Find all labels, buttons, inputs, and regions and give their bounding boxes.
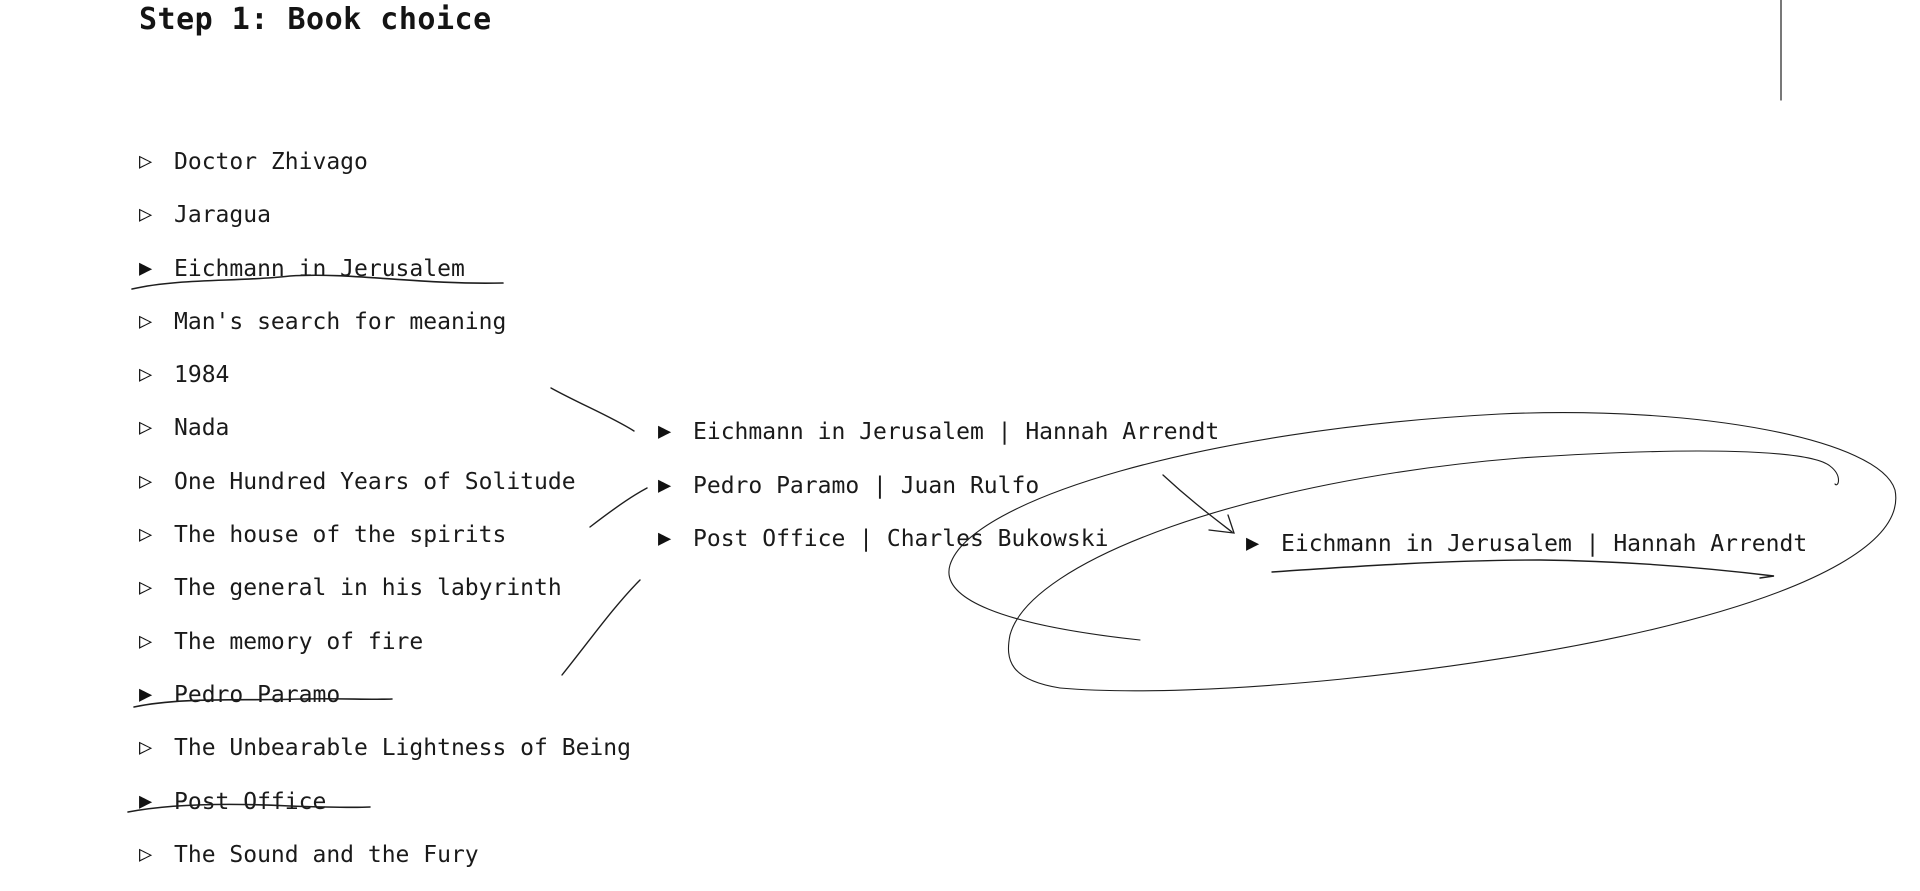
- book-item[interactable]: ▷ Jaragua: [139, 198, 631, 251]
- unselected-triangle-icon: ▷: [139, 575, 153, 601]
- unselected-triangle-icon: ▷: [139, 841, 153, 867]
- selected-triangle-icon: ▶: [1246, 531, 1260, 556]
- underline-final-choice: [1271, 559, 1775, 579]
- unselected-triangle-icon: ▷: [139, 202, 153, 228]
- book-title: Pedro Paramo: [174, 681, 341, 708]
- book-title: Doctor Zhivago: [174, 149, 368, 175]
- shortlist-item[interactable]: ▶ Post Office | Charles Bukowski: [658, 522, 1219, 576]
- book-title: Eichmann in Jerusalem: [174, 255, 465, 282]
- final-choice[interactable]: ▶ Eichmann in Jerusalem | Hannah Arrendt: [1246, 527, 1807, 561]
- book-list: ▷ Doctor Zhivago ▷ Jaragua ▶ Eichmann in…: [139, 145, 631, 891]
- book-item[interactable]: ▷ The house of the spirits: [139, 518, 631, 571]
- final-choice-label: Eichmann in Jerusalem | Hannah Arrendt: [1281, 531, 1808, 557]
- unselected-triangle-icon: ▷: [139, 522, 153, 548]
- book-title: Man's search for meaning: [174, 308, 507, 335]
- book-title: The memory of fire: [174, 628, 424, 655]
- book-title: Nada: [174, 415, 230, 442]
- shortlist-item-label: Post Office | Charles Bukowski: [693, 526, 1109, 552]
- shortlist: ▶ Eichmann in Jerusalem | Hannah Arrendt…: [658, 415, 1219, 576]
- unselected-triangle-icon: ▷: [139, 628, 153, 654]
- book-title: Jaragua: [174, 202, 271, 229]
- book-title: The general in his labyrinth: [174, 575, 562, 602]
- book-title: The house of the spirits: [174, 522, 507, 549]
- page-title: Step 1: Book choice: [139, 2, 492, 37]
- shortlist-item-label: Eichmann in Jerusalem | Hannah Arrendt: [693, 419, 1220, 445]
- book-title: 1984: [174, 362, 230, 389]
- unselected-triangle-icon: ▷: [139, 149, 153, 174]
- selected-triangle-icon: ▶: [139, 788, 153, 814]
- unselected-triangle-icon: ▷: [139, 362, 153, 388]
- selected-triangle-icon: ▶: [139, 255, 153, 281]
- unselected-triangle-icon: ▷: [139, 468, 153, 494]
- book-item[interactable]: ▷ The Sound and the Fury: [139, 838, 631, 891]
- book-title: Post Office: [174, 788, 327, 815]
- book-item[interactable]: ▷ Doctor Zhivago: [139, 145, 631, 198]
- book-item-selected[interactable]: ▶ Pedro Paramo: [139, 678, 631, 731]
- book-item-selected[interactable]: ▶ Eichmann in Jerusalem: [139, 252, 631, 305]
- book-item[interactable]: ▷ Nada: [139, 411, 631, 464]
- selected-triangle-icon: ▶: [139, 681, 153, 707]
- selected-triangle-icon: ▶: [658, 526, 672, 551]
- book-item[interactable]: ▷ One Hundred Years of Solitude: [139, 465, 631, 518]
- selected-triangle-icon: ▶: [658, 472, 672, 498]
- book-item[interactable]: ▷ Man's search for meaning: [139, 305, 631, 358]
- book-item[interactable]: ▷ The memory of fire: [139, 625, 631, 678]
- book-title: The Unbearable Lightness of Being: [174, 735, 631, 762]
- book-title: One Hundred Years of Solitude: [174, 468, 576, 495]
- shortlist-item-label: Pedro Paramo | Juan Rulfo: [693, 472, 1040, 499]
- unselected-triangle-icon: ▷: [139, 308, 153, 334]
- book-item-selected[interactable]: ▶ Post Office: [139, 785, 631, 838]
- book-item[interactable]: ▷ The general in his labyrinth: [139, 571, 631, 624]
- book-item[interactable]: ▷ 1984: [139, 358, 631, 411]
- unselected-triangle-icon: ▷: [139, 415, 153, 441]
- book-item[interactable]: ▷ The Unbearable Lightness of Being: [139, 731, 631, 784]
- book-title: The Sound and the Fury: [174, 841, 479, 868]
- shortlist-item[interactable]: ▶ Pedro Paramo | Juan Rulfo: [658, 469, 1219, 523]
- selected-triangle-icon: ▶: [658, 419, 672, 444]
- shortlist-item[interactable]: ▶ Eichmann in Jerusalem | Hannah Arrendt: [658, 415, 1219, 469]
- unselected-triangle-icon: ▷: [139, 735, 153, 761]
